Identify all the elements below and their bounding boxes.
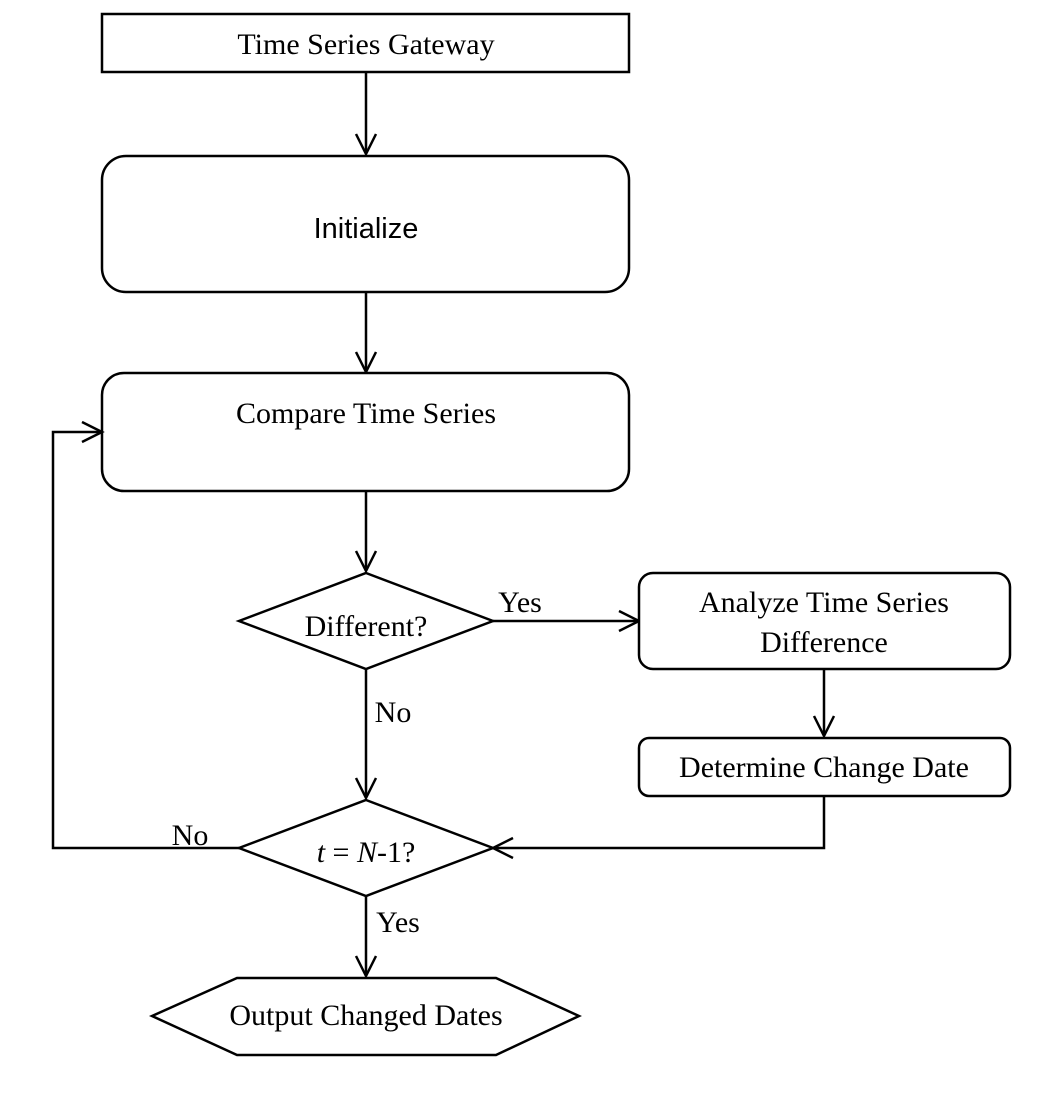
node-initialize-label: Initialize — [314, 213, 419, 245]
node-analyze-difference: Analyze Time Series Difference — [637, 571, 1012, 671]
edge-label-different-no: No — [375, 696, 412, 729]
edge-compare-to-different — [354, 491, 378, 574]
node-time-series-gateway-label: Time Series Gateway — [237, 28, 494, 61]
condition-var-t: t — [317, 836, 326, 869]
edge-condition-no-loop-to-compare: No — [51, 420, 239, 852]
edge-initialize-to-compare — [354, 292, 378, 375]
edge-different-no-to-condition: No — [354, 669, 412, 801]
node-compare-time-series: Compare Time Series — [100, 371, 631, 493]
edge-determine-to-condition — [490, 796, 826, 860]
node-output-changed-dates: Output Changed Dates — [148, 976, 582, 1057]
node-condition-decision: t = N-1? — [235, 798, 497, 898]
edge-label-different-yes: Yes — [498, 586, 542, 619]
gateway-label-part-b: Gateway — [388, 28, 495, 61]
edge-analyze-to-determine — [812, 669, 836, 739]
condition-var-n: N — [356, 836, 379, 869]
node-different-label: Different? — [305, 610, 428, 643]
condition-equals: = — [325, 836, 357, 869]
edge-label-condition-yes: Yes — [376, 906, 420, 939]
node-determine-label: Determine Change Date — [679, 751, 969, 784]
node-output-label: Output Changed Dates — [229, 999, 502, 1032]
node-initialize: Initialize — [100, 154, 631, 294]
edge-condition-yes-to-output: Yes — [354, 896, 420, 979]
node-time-series-gateway: Time Series Gateway — [100, 12, 631, 74]
node-condition-label: t = N-1? — [317, 836, 416, 869]
node-compare-time-series-label: Compare Time Series — [236, 397, 496, 430]
condition-rest: -1? — [377, 836, 415, 869]
node-determine-change-date: Determine Change Date — [637, 736, 1012, 798]
node-analyze-line2: Difference — [760, 626, 888, 659]
edge-gateway-to-initialize — [354, 72, 378, 157]
node-analyze-line1: Analyze Time Series — [699, 586, 949, 619]
node-different-decision: Different? — [235, 571, 497, 671]
edge-different-yes-to-analyze: Yes — [493, 586, 642, 633]
gateway-label-part-a: Time Series — [237, 28, 380, 61]
edge-label-condition-no: No — [172, 819, 209, 852]
